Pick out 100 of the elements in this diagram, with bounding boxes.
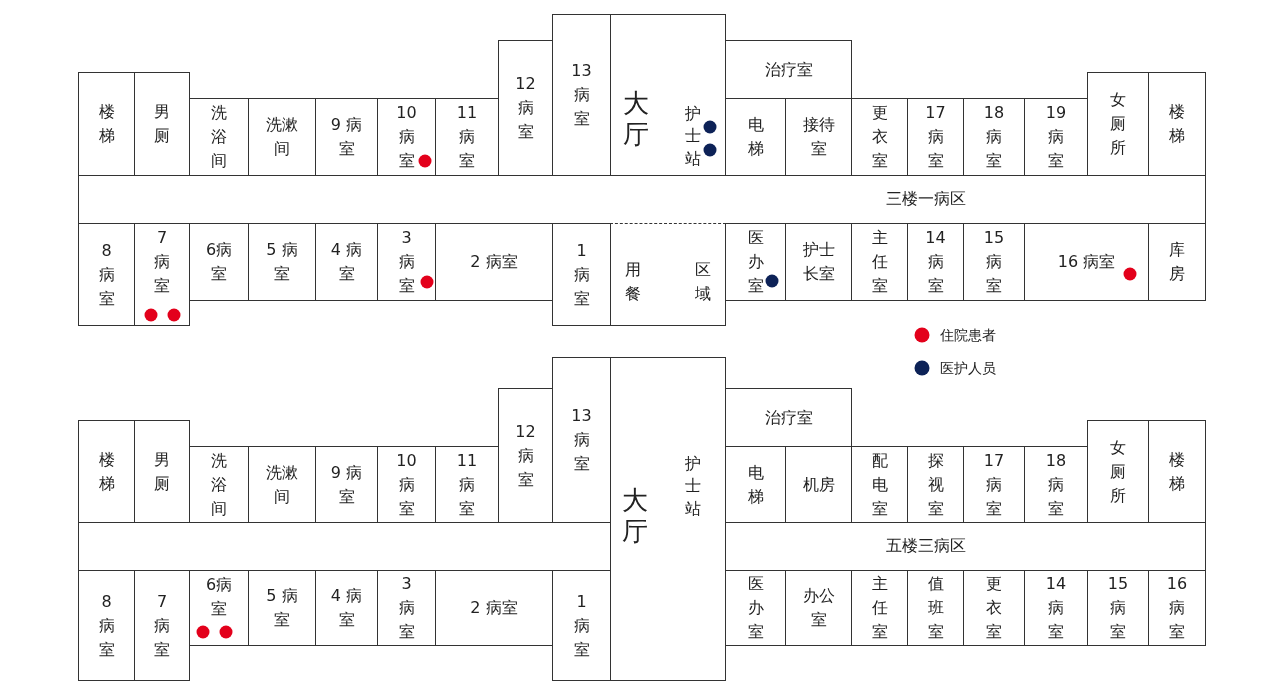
room-box [1024, 98, 1088, 176]
room-box [315, 223, 378, 301]
room-box [377, 98, 436, 176]
room-label: 医办室 [747, 227, 764, 297]
room-label: 9 病室 [329, 114, 364, 160]
room-box [1087, 420, 1149, 523]
room-label: 17病室 [983, 449, 1005, 520]
room-label: 14病室 [924, 227, 947, 297]
lobby-area [610, 14, 726, 176]
room-box [725, 223, 786, 301]
room-box [907, 570, 964, 646]
room-box [1087, 570, 1149, 646]
room-label: 6病室 [204, 239, 234, 285]
room-box [963, 570, 1025, 646]
room-box [78, 420, 135, 523]
room-box [377, 446, 436, 523]
room-label: 10病室 [395, 102, 418, 172]
room-label: 1病室 [572, 590, 591, 661]
room-label: 4 病室 [329, 239, 364, 285]
room-box [1024, 223, 1149, 301]
room-box [785, 223, 852, 301]
room-label: 19病室 [1045, 102, 1067, 172]
room-box [552, 570, 611, 681]
room-box [248, 570, 316, 646]
room-label: 洗浴间 [211, 102, 227, 172]
legend-label: 住院患者 [940, 326, 996, 344]
room-box [907, 446, 964, 523]
room-box [851, 446, 908, 523]
room-box [134, 570, 190, 681]
room-label: 18病室 [1045, 449, 1067, 520]
room-label: 13病室 [570, 60, 593, 130]
room-box [248, 446, 316, 523]
room-box [1024, 446, 1088, 523]
room-label: 护士长室 [801, 239, 836, 285]
room-label: 2 病室 [470, 597, 518, 619]
room-label: 17病室 [924, 102, 947, 172]
room-box [134, 223, 190, 326]
room-box [725, 570, 786, 646]
room-box [552, 14, 611, 176]
room-label: 更衣室 [986, 573, 1002, 643]
room-label: 6病室 [204, 574, 234, 620]
room-label: 11病室 [456, 102, 478, 172]
room-box [248, 98, 316, 176]
room-box [134, 72, 190, 176]
room-label: 3病室 [397, 227, 416, 297]
room-label: 楼梯 [98, 448, 115, 495]
room-box [1148, 420, 1206, 523]
room-label: 医办室 [747, 573, 764, 643]
room-box [377, 223, 436, 301]
room-box [552, 223, 611, 326]
room-label: 主任室 [871, 573, 888, 643]
room-label: 电梯 [747, 114, 764, 160]
room-label: 14病室 [1045, 573, 1067, 643]
ward-label: 五楼三病区 [886, 535, 966, 557]
room-box [189, 223, 249, 301]
room-label: 洗漱间 [265, 461, 299, 508]
dining-area [610, 223, 726, 326]
room-box [725, 388, 852, 447]
room-box [963, 98, 1025, 176]
room-label: 15病室 [983, 227, 1005, 297]
room-label: 18病室 [983, 102, 1005, 172]
room-label: 12病室 [514, 73, 537, 143]
room-label: 男厕 [154, 101, 170, 147]
room-label: 4 病室 [329, 585, 364, 631]
room-label: 8病室 [97, 239, 116, 310]
room-box [907, 98, 964, 176]
room-label: 更衣室 [871, 102, 888, 172]
room-box [851, 98, 908, 176]
lobby-label: 大厅 [622, 485, 648, 548]
room-box [1148, 223, 1206, 301]
room-label: 库房 [1169, 239, 1185, 285]
room-label: 10病室 [395, 449, 418, 520]
room-label: 男厕 [154, 448, 170, 495]
room-box [963, 223, 1025, 301]
room-box [315, 446, 378, 523]
room-box [78, 570, 135, 681]
room-label: 7病室 [153, 227, 171, 297]
nurse-station-label: 护士站 [685, 453, 701, 520]
room-label: 16病室 [1166, 573, 1188, 643]
room-label: 机房 [802, 473, 835, 496]
room-box [134, 420, 190, 523]
room-box [377, 570, 436, 646]
room-label: 5 病室 [265, 585, 299, 631]
ward-label: 三楼一病区 [886, 188, 966, 210]
room-label: 2 病室 [470, 251, 518, 273]
room-label: 11病室 [456, 449, 478, 520]
room-box [248, 223, 316, 301]
room-box [851, 223, 908, 301]
room-box [1087, 72, 1149, 176]
nurse-station-label: 护士站 [685, 103, 701, 170]
room-label: 配电室 [871, 449, 888, 520]
room-box [78, 223, 135, 326]
room-box [963, 446, 1025, 523]
lobby-area [610, 357, 726, 681]
room-box [435, 570, 553, 646]
room-label: 8病室 [97, 590, 116, 661]
room-label: 13病室 [570, 405, 593, 475]
room-box [907, 223, 964, 301]
room-label: 16 病室 [1057, 251, 1116, 273]
room-box [315, 98, 378, 176]
